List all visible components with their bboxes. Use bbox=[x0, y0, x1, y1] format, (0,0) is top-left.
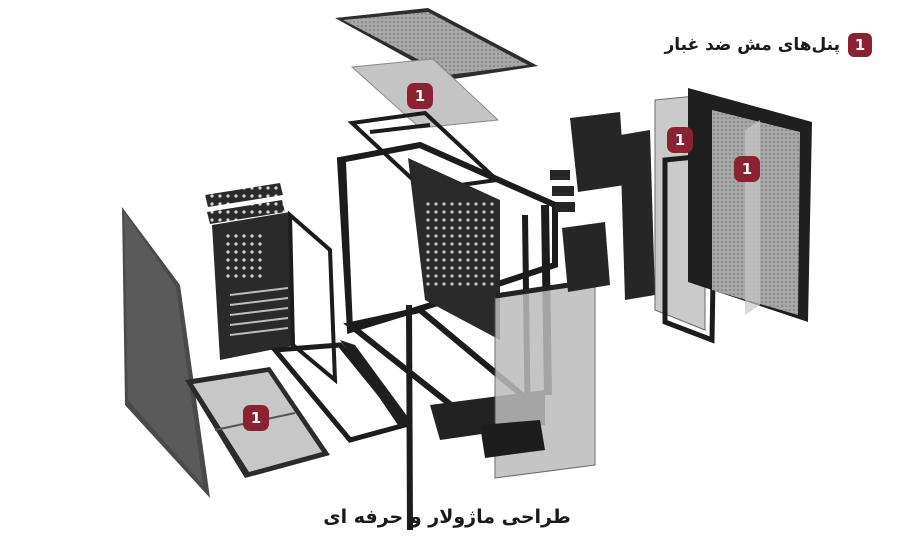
legend-badge: 1 bbox=[848, 33, 872, 57]
rear-panel bbox=[212, 210, 338, 385]
drive-cages bbox=[550, 112, 655, 300]
legend: 1 پنل‌های مش ضد غبار bbox=[664, 33, 872, 57]
psu-shroud bbox=[480, 420, 545, 458]
legend-label: پنل‌های مش ضد غبار bbox=[664, 35, 840, 55]
marker-rear-panel-b: 1 bbox=[734, 156, 760, 182]
caption-text: طراحی ماژولار و حرفه ای bbox=[323, 506, 571, 528]
marker-bottom-filter: 1 bbox=[243, 405, 269, 431]
caption: طراحی ماژولار و حرفه ای bbox=[0, 506, 900, 528]
bottom-rail bbox=[269, 342, 410, 443]
pci-slot-covers bbox=[205, 183, 285, 224]
marker-rear-panel-a: 1 bbox=[667, 127, 693, 153]
marker-top-filter: 1 bbox=[407, 83, 433, 109]
top-dust-filter-frame bbox=[335, 8, 538, 80]
rear-mesh-panel-2 bbox=[688, 88, 812, 322]
